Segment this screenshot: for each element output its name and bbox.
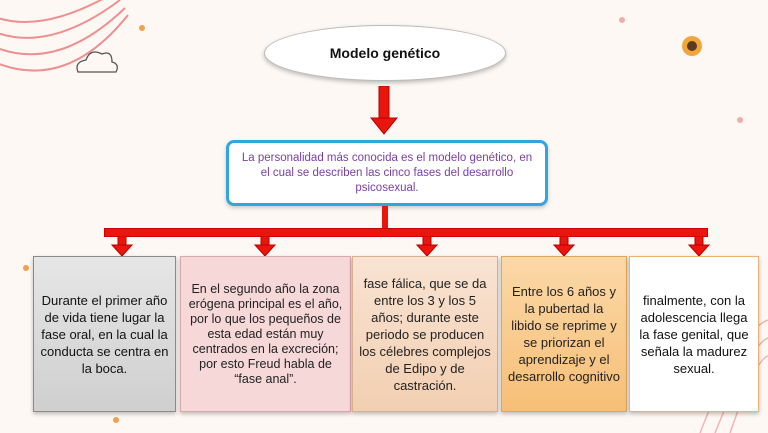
phase-text: En el segundo año la zona erógena princi… <box>188 281 343 386</box>
dot <box>23 265 29 271</box>
title-node: Modelo genético <box>264 25 506 81</box>
phase-box-oral: Durante el primer año de vida tiene luga… <box>33 256 176 412</box>
dot <box>737 117 743 123</box>
phase-text: Entre los 6 años y la pubertad la libido… <box>508 284 621 384</box>
down-arrow-icon <box>552 236 576 257</box>
branch-arrows <box>110 236 711 257</box>
branch-bar <box>104 228 708 237</box>
down-arrow-icon <box>253 236 277 257</box>
dot <box>139 25 145 31</box>
phase-text: fase fálica, que se da entre los 3 y los… <box>359 275 491 393</box>
intro-text: La personalidad más conocida es el model… <box>241 151 533 194</box>
phase-text: Durante el primer año de vida tiene luga… <box>40 292 169 376</box>
intro-node: La personalidad más conocida es el model… <box>226 140 548 206</box>
title-text: Modelo genético <box>329 45 441 61</box>
down-arrow-icon <box>687 236 711 257</box>
down-arrow-icon <box>415 236 439 257</box>
phase-box-anal: En el segundo año la zona erógena princi… <box>180 256 351 412</box>
phase-box-falica: fase fálica, que se da entre los 3 y los… <box>352 256 498 412</box>
cloud-icon <box>76 51 118 73</box>
phase-box-latencia: Entre los 6 años y la pubertad la libido… <box>501 256 627 412</box>
corner-arcs-top-left <box>0 0 129 72</box>
phase-box-genital: finalmente, con la adolescencia llega la… <box>629 256 759 412</box>
dot <box>619 17 625 23</box>
down-arrow-icon <box>110 236 134 257</box>
flower-icon <box>682 36 702 56</box>
dot <box>113 417 119 423</box>
connector-stem <box>382 206 388 228</box>
down-arrow-main <box>370 86 398 135</box>
phase-text: finalmente, con la adolescencia llega la… <box>639 292 749 376</box>
